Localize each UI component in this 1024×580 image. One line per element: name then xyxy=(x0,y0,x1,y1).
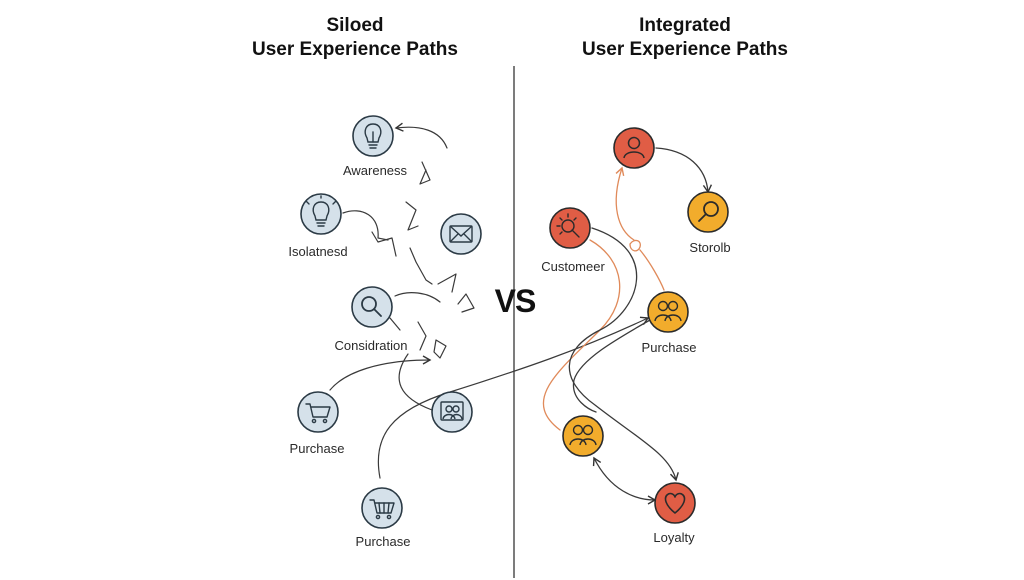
magnifier-icon xyxy=(698,201,719,222)
label-storolb: Storolb xyxy=(689,240,731,255)
lightbulb-icon xyxy=(305,195,337,227)
label-loyalty: Loyalty xyxy=(653,530,695,545)
silo-node-awareness[interactable] xyxy=(352,115,394,157)
silo-arrow-awareness xyxy=(394,122,448,149)
people-screen-icon xyxy=(440,401,464,421)
int-arrow-orange-up xyxy=(615,166,635,241)
cart-icon xyxy=(369,499,395,520)
magnifier-icon xyxy=(361,296,382,317)
label-isolated: Isolatnesd xyxy=(288,244,348,259)
envelope-icon xyxy=(449,225,473,243)
left-panel-title: Siloed User Experience Paths xyxy=(230,14,480,62)
silo-node-isolated[interactable] xyxy=(300,193,342,235)
silo-node-purchase-2[interactable] xyxy=(361,487,403,529)
int-orange-knot xyxy=(629,239,641,252)
silo-line-consideration-down xyxy=(389,317,401,331)
label-purchase-int: Purchase xyxy=(641,340,697,355)
silo-zigzag-7 xyxy=(417,321,427,351)
int-node-purchase[interactable] xyxy=(647,291,689,333)
left-title-line1: Siloed xyxy=(326,15,384,36)
integrated-connectors xyxy=(542,147,713,505)
cart-icon xyxy=(305,403,331,424)
left-title-line2: User Experience Paths xyxy=(252,39,458,60)
silo-long-cross xyxy=(377,316,650,479)
silo-node-envelope[interactable] xyxy=(440,213,482,255)
int-dark-customer-swoop xyxy=(568,227,679,482)
silo-connectors xyxy=(329,122,650,479)
silo-node-people[interactable] xyxy=(431,391,473,433)
silo-zigzag-5 xyxy=(437,273,457,293)
label-consideration: Considration xyxy=(334,338,408,353)
heart-icon xyxy=(664,492,686,514)
int-node-person[interactable] xyxy=(613,127,655,169)
people-icon xyxy=(569,424,597,446)
silo-node-purchase-1[interactable] xyxy=(297,391,339,433)
silo-curve-people xyxy=(398,353,433,411)
int-node-people[interactable] xyxy=(562,415,604,457)
label-awareness: Awareness xyxy=(342,163,408,178)
lightbulb-icon xyxy=(364,123,382,149)
silo-zigzag-8 xyxy=(433,339,447,359)
people-icon xyxy=(654,300,682,322)
silo-zigzag-3 xyxy=(405,201,419,231)
int-people-loyalty-loop xyxy=(592,456,657,505)
label-customer: Customeer xyxy=(541,259,605,274)
silo-curve-isolated xyxy=(342,210,389,241)
sun-magnifier-icon xyxy=(556,213,580,238)
right-panel-title: Integrated User Experience Paths xyxy=(560,14,810,62)
right-title-line2: User Experience Paths xyxy=(582,39,788,60)
person-icon xyxy=(623,136,645,159)
silo-zigzag-6 xyxy=(457,293,475,313)
silo-node-consideration[interactable] xyxy=(351,286,393,328)
silo-zigzag-1 xyxy=(419,161,431,185)
int-orange-to-purchase xyxy=(639,249,665,291)
vs-label: VS xyxy=(494,283,537,319)
silo-curve-purchase xyxy=(329,355,432,391)
label-purchase-2: Purchase xyxy=(355,534,411,549)
label-purchase-1: Purchase xyxy=(289,441,345,456)
int-node-customer[interactable] xyxy=(549,207,591,249)
silo-curve-consideration xyxy=(394,292,441,303)
int-node-storolb[interactable] xyxy=(687,191,729,233)
int-arrow-person-to-search xyxy=(655,147,713,194)
silo-zigzag-4 xyxy=(409,247,433,285)
right-title-line1: Integrated xyxy=(639,15,731,36)
silo-zigzag-2 xyxy=(371,231,397,257)
int-node-loyalty[interactable] xyxy=(654,482,696,524)
int-dark-purchase-to-people xyxy=(572,319,651,413)
